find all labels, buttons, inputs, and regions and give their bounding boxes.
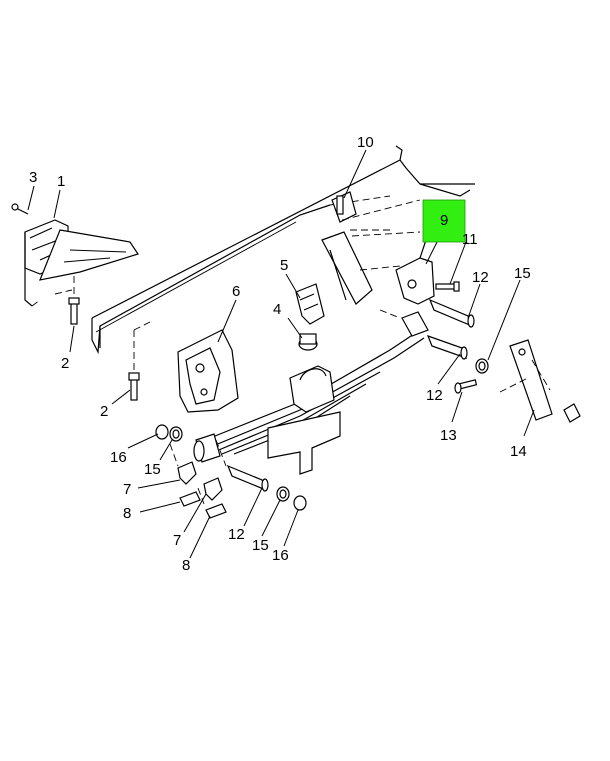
callout-7-upper[interactable]: 7 [123,481,131,498]
hanger-bolt-lower [128,372,140,401]
rear-hanger-bracket [133,321,239,413]
spring-eye [193,433,221,463]
washer-bottom [293,495,307,511]
shackle-bracket [395,239,435,305]
callout-16-bottom[interactable]: 16 [272,547,289,564]
callout-3[interactable]: 3 [29,169,37,186]
callout-16-left[interactable]: 16 [110,449,127,466]
shackle-bolt [454,379,478,394]
shackle-link [499,339,581,423]
clamp-upper [177,461,197,485]
callout-12-upper[interactable]: 12 [472,269,489,286]
callout-15-right[interactable]: 15 [514,265,531,282]
bushing-left [169,426,183,442]
rear-upper-hanger [321,191,401,305]
alignment-lines [169,199,421,505]
callout-4[interactable]: 4 [273,301,281,318]
callout-2-upper[interactable]: 2 [61,355,69,372]
callout-15-left[interactable]: 15 [144,461,161,478]
shackle-pin-middle [401,311,468,360]
bushing-bottom [276,486,290,502]
bracket-bolt [435,281,460,292]
callout-12-lower[interactable]: 12 [228,526,245,543]
callout-14[interactable]: 14 [510,443,527,460]
callout-6[interactable]: 6 [232,283,240,300]
leaf-spring [204,329,425,455]
highlight-box-part-9[interactable] [422,199,466,243]
callout-2-lower[interactable]: 2 [100,403,108,420]
shackle-pin-upper [428,298,475,328]
callout-13[interactable]: 13 [440,427,457,444]
callout-15-bottom[interactable]: 15 [252,537,269,554]
bump-stop [295,283,325,351]
callout-labels: 1 3 2 2 6 5 4 10 9 11 12 15 12 13 14 16 … [29,134,531,574]
callout-12-middle[interactable]: 12 [426,387,443,404]
front-hanger-assembly [11,203,139,307]
axle-housing [267,411,341,475]
frame-rail [91,145,475,355]
shackle-pin-lower [226,464,269,492]
callout-10[interactable]: 10 [357,134,374,151]
callout-8-lower[interactable]: 8 [182,557,190,574]
callout-5[interactable]: 5 [280,257,288,274]
callout-7-lower[interactable]: 7 [173,532,181,549]
plate-lower [205,503,227,519]
washer-left [155,424,169,440]
clamp-lower [203,477,223,501]
leader-lines [27,149,535,559]
hanger-bolt-upper [68,276,80,325]
callout-8-upper[interactable]: 8 [123,505,131,522]
callout-9[interactable]: 9 [440,212,448,229]
bushing-right [475,358,489,374]
callout-11[interactable]: 11 [462,231,478,248]
plate-upper [179,491,201,507]
callout-1[interactable]: 1 [57,173,65,190]
